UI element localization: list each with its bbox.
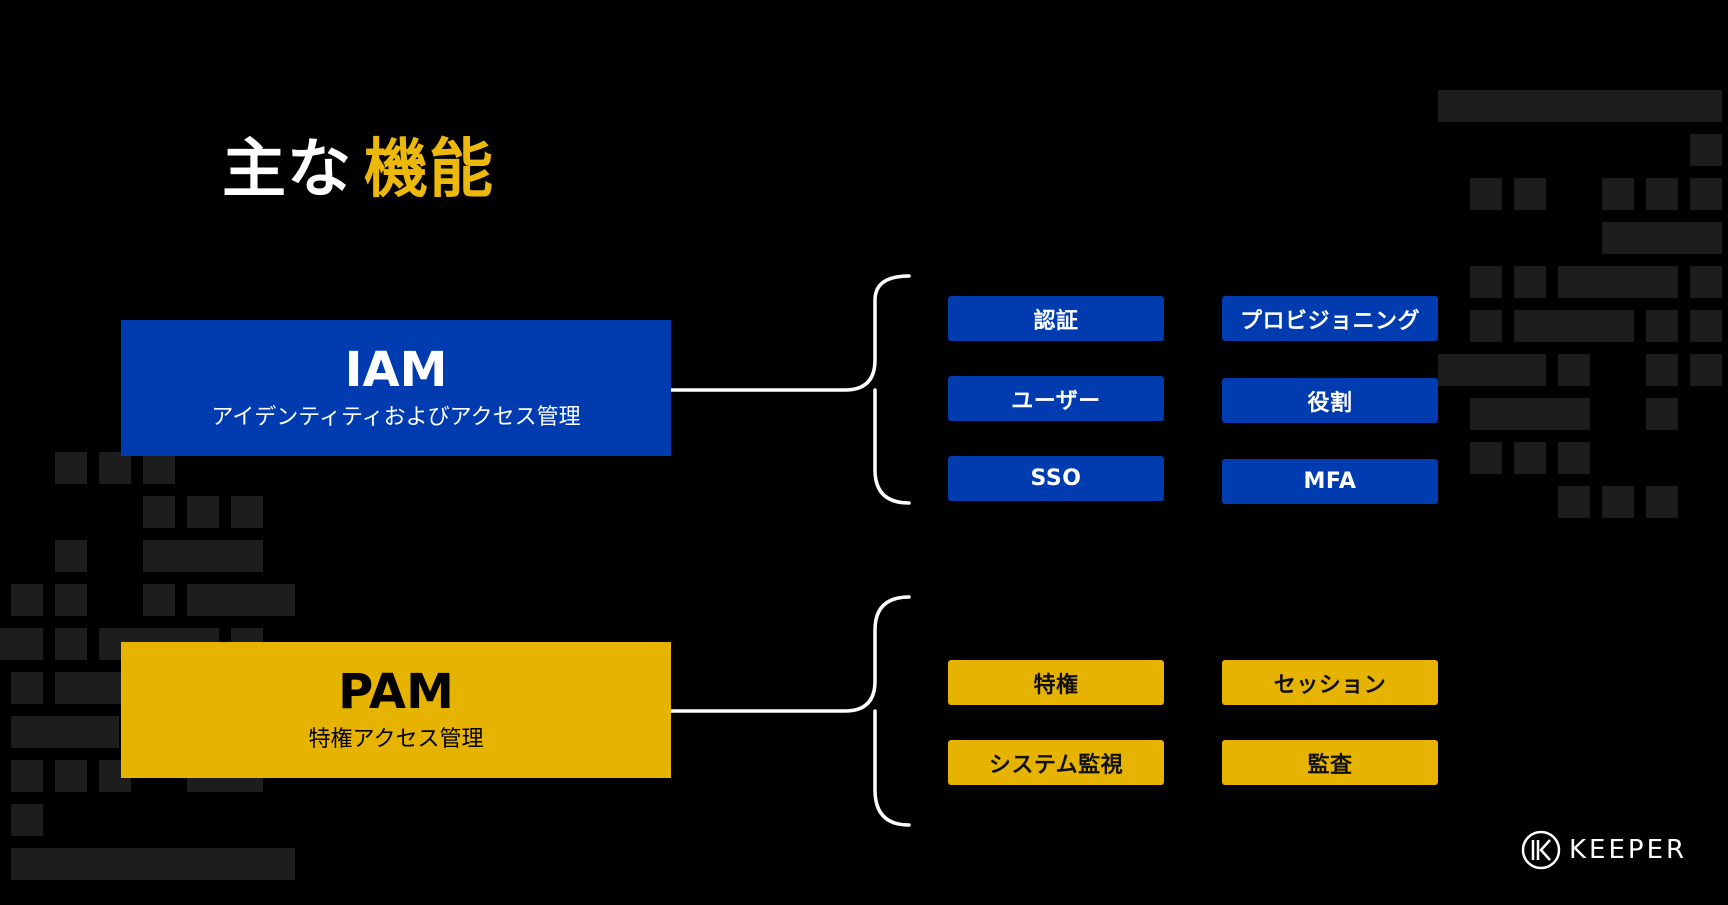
iam-chip-sso: SSO <box>948 456 1164 501</box>
iam-connector <box>669 274 911 505</box>
keeper-logo-text: KEEPER <box>1569 835 1688 865</box>
title-part-main: 主な <box>222 133 352 207</box>
pam-chip-session: セッション <box>1222 660 1438 705</box>
page-title: 主な機能 <box>222 138 494 202</box>
iam-subtitle: アイデンティティおよびアクセス管理 <box>211 405 581 431</box>
iam-chip-roles: 役割 <box>1222 378 1438 423</box>
keeper-logo-icon <box>1521 830 1561 870</box>
keeper-logo: KEEPER <box>1521 830 1687 870</box>
iam-chip-mfa: MFA <box>1222 459 1438 504</box>
pam-subtitle: 特権アクセス管理 <box>308 727 484 753</box>
iam-chip-users: ユーザー <box>948 376 1164 421</box>
pam-chip-audit: 監査 <box>1222 740 1438 785</box>
pam-title: PAM <box>338 664 454 721</box>
pam-chip-system-monitoring: システム監視 <box>948 740 1164 785</box>
iam-box: IAM アイデンティティおよびアクセス管理 <box>121 320 671 456</box>
pam-connector <box>669 595 911 827</box>
pam-chip-privilege: 特権 <box>948 660 1164 705</box>
iam-chip-provisioning: プロビジョニング <box>1222 296 1438 341</box>
title-part-accent: 機能 <box>364 133 494 207</box>
iam-chip-authentication: 認証 <box>948 296 1164 341</box>
pam-box: PAM 特権アクセス管理 <box>121 642 671 778</box>
iam-title: IAM <box>344 342 448 399</box>
